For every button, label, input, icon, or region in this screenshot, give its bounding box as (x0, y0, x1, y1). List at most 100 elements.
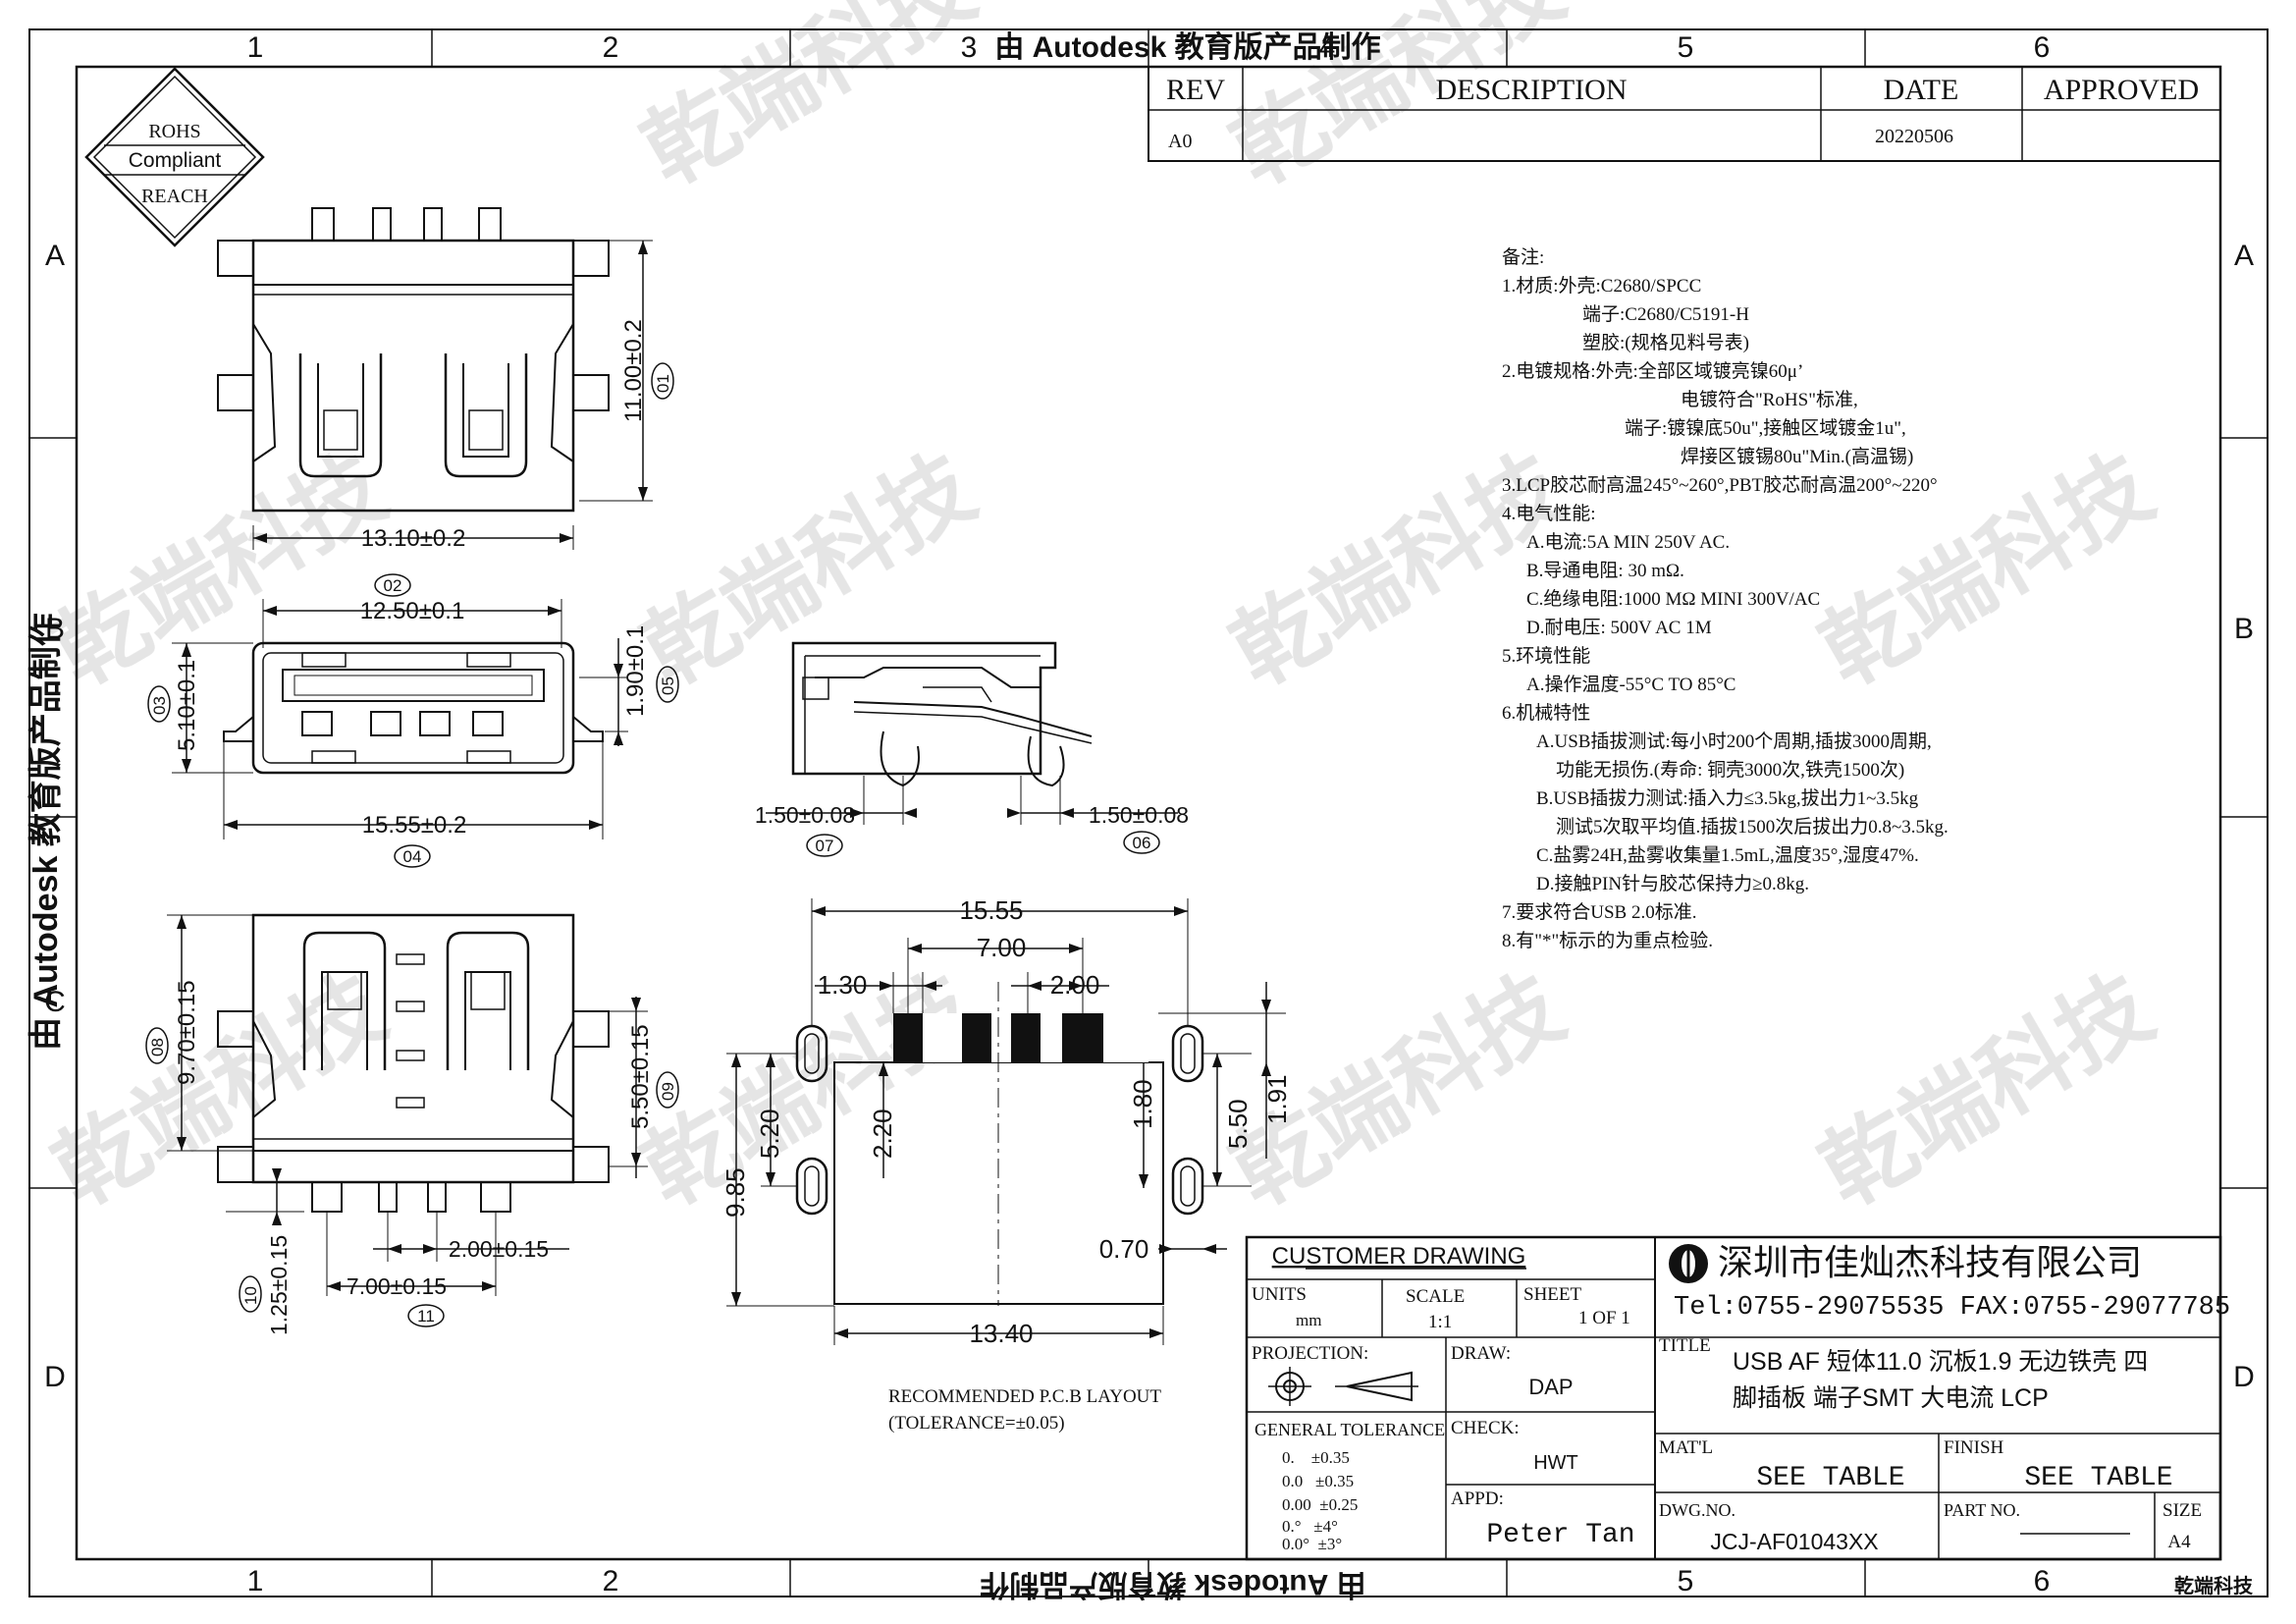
note-line: 测试5次取平均值.插拔1500次后拔出力0.8~3.5kg. (1556, 816, 1949, 838)
col-label: 1 (247, 1565, 264, 1597)
rev-value: A0 (1168, 131, 1192, 152)
row-label: A (2234, 240, 2254, 272)
dim-front-height: 5.10±0.1 (174, 660, 200, 751)
units-label: UNITS (1252, 1284, 1307, 1305)
corner-logo: 乾端科技 (2174, 1574, 2254, 1597)
row-label: C (44, 986, 66, 1018)
general-tolerance-label: GENERAL TOLERANCE (1255, 1420, 1445, 1439)
dim-top-width: 13.10±0.2 (361, 525, 466, 552)
row-label: B (2234, 613, 2254, 645)
dim-bottom-width-id: 11 (417, 1307, 435, 1326)
pcb-layout: 15.55 7.00 1.30 2.00 9.85 5.20 2.20 (721, 895, 1292, 1434)
note-line: 8.有"*"标示的为重点检验. (1502, 930, 1713, 951)
autodesk-side-mark: 由 Autodesk 教育版产品制作 (27, 613, 65, 1051)
note-line: 端子:C2680/C5191-H (1582, 303, 1749, 325)
finish-value: SEE TABLE (2024, 1463, 2172, 1493)
company-name: 深圳市佳灿杰科技有限公司 (1718, 1242, 2142, 1282)
pcb-dim-slot-pitch: 5.50 (1223, 1099, 1253, 1149)
dim-side-left: 1.50±0.08 (755, 802, 855, 828)
note-line: D.耐电压: 500V AC 1M (1526, 617, 1712, 638)
dim-bottom-height-id: 08 (148, 1038, 167, 1056)
note-line: 6.机械特性 (1502, 702, 1590, 724)
sheet-value: 1 OF 1 (1578, 1308, 1630, 1328)
note-line: C.绝缘电阻:1000 MΩ MINI 300V/AC (1526, 588, 1820, 610)
note-line: 功能无损伤.(寿命: 铜壳3000次,铁壳1500次) (1556, 759, 1904, 781)
pcb-dim-pad-offset: 2.20 (868, 1109, 897, 1159)
dim-front-right-id: 05 (659, 677, 677, 695)
column-labels: 1 2 3 4 5 6 1 2 5 6 A B C D A B D (44, 31, 2255, 1597)
date-header: DATE (1884, 74, 1959, 106)
col-label: 3 (961, 31, 978, 64)
appd-value: Peter Tan (1486, 1520, 1634, 1550)
approved-header: APPROVED (2044, 74, 2199, 106)
watermark: 乾端科技 (1804, 954, 2169, 1226)
size-label: SIZE (2163, 1500, 2202, 1521)
row-label: D (44, 1361, 66, 1393)
note-line: 5.环境性能 (1502, 645, 1590, 667)
dim-bottom-pin-id: 10 (241, 1286, 260, 1305)
dim-side-left-id: 07 (816, 837, 834, 855)
scale-label: SCALE (1406, 1286, 1465, 1307)
note-line: 电镀符合"RoHS"标准, (1681, 389, 1858, 410)
finish-label: FINISH (1944, 1437, 2004, 1458)
pcb-pad (1011, 1013, 1041, 1062)
rohs-badge: ROHS Compliant REACH (84, 67, 265, 247)
pcb-caption: RECOMMENDED P.C.B LAYOUT (888, 1386, 1161, 1407)
note-line: 2.电镀规格:外壳:全部区域镀亮镍60μ’ (1502, 360, 1803, 382)
title-block: CUSTOMER DRAWING 深圳市佳灿杰科技有限公司 Tel:0755-2… (1245, 1235, 2230, 1561)
matl-label: MAT'L (1659, 1437, 1713, 1458)
dim-front-inner-id: 02 (384, 576, 402, 595)
note-line: C.盐雾24H,盐雾收集量1.5mL,温度35°,湿度47%. (1536, 844, 1919, 866)
autodesk-top-mark: 由 Autodesk 教育版产品制作 (994, 30, 1380, 64)
note-line: 备注: (1502, 246, 1544, 268)
dim-front-right: 1.90±0.1 (622, 625, 649, 717)
bottom-view: 9.70±0.15 08 5.50±0.15 09 1.25±0.15 10 2… (145, 913, 679, 1335)
row-label: D (2233, 1361, 2255, 1393)
note-line: 端子:镀镍底50u",接触区域镀金1u", (1625, 417, 1906, 439)
tolerance-row: 0.° ±4° (1282, 1517, 1338, 1536)
partno-label: PART NO. (1944, 1500, 2020, 1520)
tolerance-row: 0. ±0.35 (1282, 1448, 1350, 1467)
pcb-dim-slot-spacing: 5.20 (755, 1109, 784, 1159)
dim-top-height-id: 01 (654, 374, 672, 393)
dim-front-height-id: 03 (150, 696, 169, 715)
pcb-tolerance: (TOLERANCE=±0.05) (888, 1413, 1065, 1434)
note-line: B.导通电阻: 30 mΩ. (1526, 560, 1684, 581)
pcb-pad (962, 1013, 991, 1062)
reach-text: REACH (141, 186, 208, 207)
col-label: 1 (247, 31, 264, 64)
note-line: 3.LCP胶芯耐高温245°~260°,PBT胶芯耐高温200°~220° (1502, 474, 1938, 496)
dim-side-right-id: 06 (1133, 834, 1151, 852)
watermark: 乾端科技 (626, 434, 991, 706)
note-line: A.USB插拔测试:每小时200个周期,插拔3000周期, (1536, 731, 1932, 752)
draw-value: DAP (1528, 1375, 1573, 1399)
note-line: 塑胶:(规格见料号表) (1582, 332, 1749, 353)
note-line: D.接触PIN针与胶芯保持力≥0.8kg. (1536, 873, 1809, 894)
pcb-dim-inner: 1.80 (1128, 1079, 1157, 1129)
col-label: 2 (603, 31, 619, 64)
dim-top-height: 11.00±0.2 (620, 319, 647, 422)
check-label: CHECK: (1451, 1418, 1520, 1438)
front-view: 02 12.50±0.1 15.55±0.2 04 5.1 (147, 573, 679, 868)
note-line: 1.材质:外壳:C2680/SPCC (1502, 275, 1701, 297)
note-line: 焊接区镀锡80u"Min.(高温锡) (1681, 446, 1913, 467)
dim-front-width-id: 04 (403, 847, 422, 866)
note-line: 7.要求符合USB 2.0标准. (1502, 901, 1696, 923)
col-label: 2 (603, 1565, 619, 1597)
size-value: A4 (2167, 1532, 2191, 1552)
pcb-dim-width: 13.40 (969, 1319, 1033, 1348)
dim-bottom-width: 7.00±0.15 (347, 1273, 447, 1299)
autodesk-bottom-mark: 由 Autodesk 教育版产品制作 (980, 1568, 1365, 1601)
pcb-dim-total: 15.55 (959, 895, 1023, 925)
dim-front-inner: 12.50±0.1 (360, 598, 465, 624)
col-label: 6 (2034, 1565, 2051, 1597)
col-label: 6 (2034, 31, 2051, 64)
revision-table: REV DESCRIPTION DATE APPROVED A0 2022050… (1148, 66, 2221, 162)
tolerance-row: 0.00 ±0.25 (1282, 1495, 1358, 1514)
row-label: B (45, 613, 65, 645)
title-line-1: USB AF 短体11.0 沉板1.9 无边铁壳 四 (1733, 1348, 2148, 1376)
pcb-dim-pad-depth: 1.91 (1262, 1074, 1292, 1124)
pcb-dim-pad-width: 1.30 (818, 970, 868, 1000)
pcb-dim-pads: 7.00 (977, 933, 1027, 962)
